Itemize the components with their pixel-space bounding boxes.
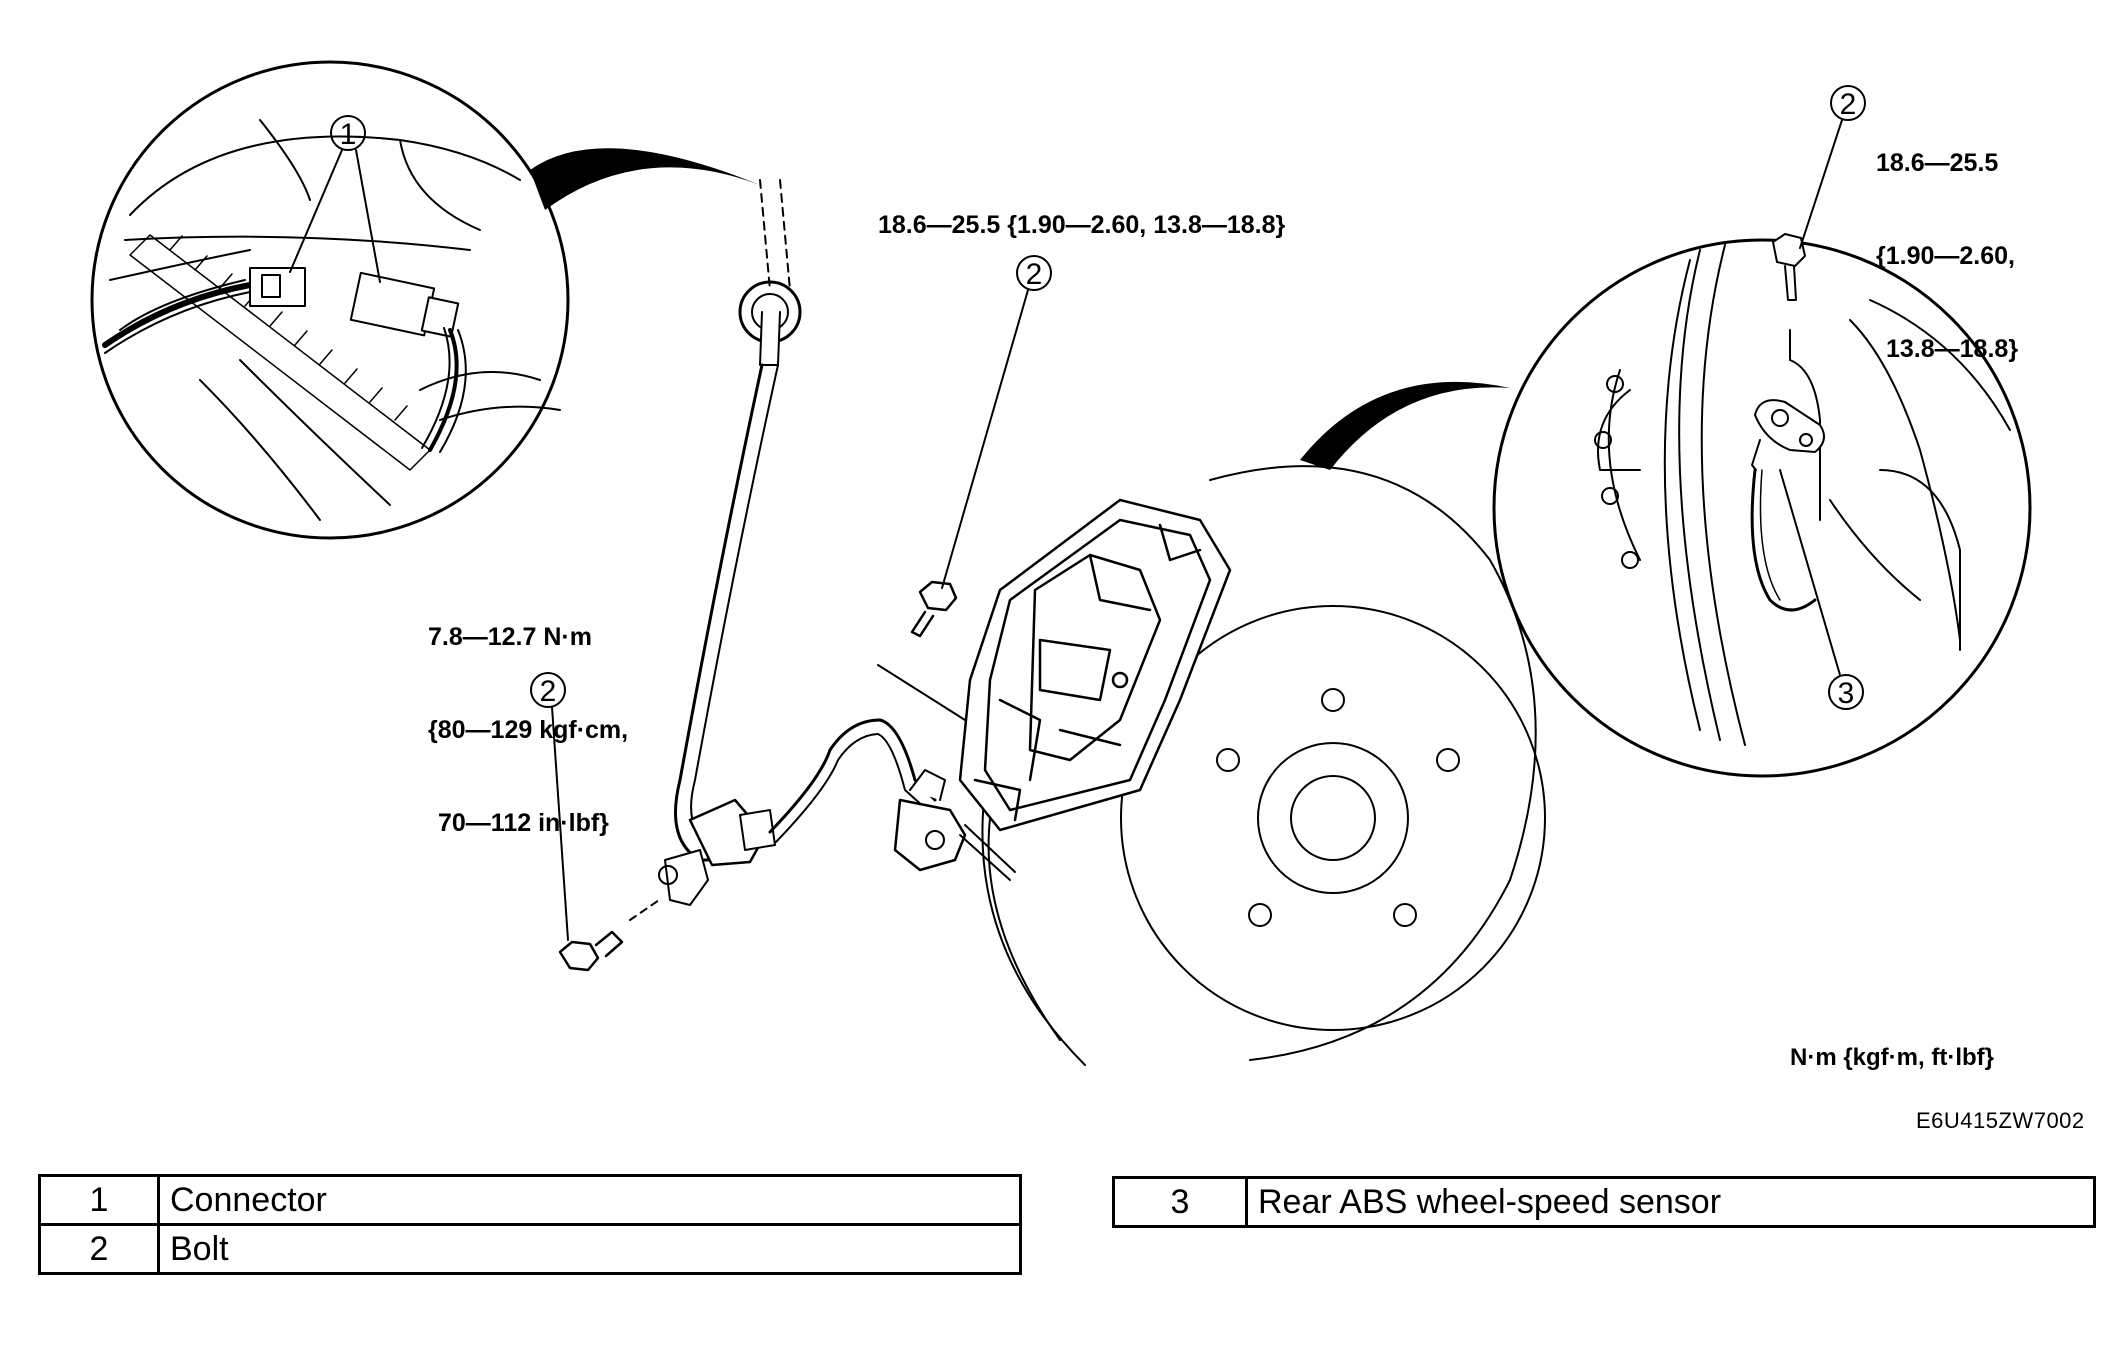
figure-code: E6U415ZW7002 xyxy=(1916,1108,2085,1133)
legend-table-right: 3 Rear ABS wheel-speed sensor xyxy=(1112,1176,2096,1228)
sensor-inset-circle xyxy=(1492,238,2032,778)
legend-number: 3 xyxy=(1112,1176,1248,1228)
inset-torque-line-2: {1.90—2.60, xyxy=(1876,242,2015,270)
right-inset-leader-shade xyxy=(1300,381,1510,470)
callout-3-number: 3 xyxy=(1838,677,1855,710)
legend-row: 3 Rear ABS wheel-speed sensor xyxy=(1112,1176,2096,1228)
inset-callout-2-number: 2 xyxy=(1840,88,1857,121)
connector-detail-inset: 1 xyxy=(90,60,760,540)
left-bolt-torque-spec: 7.8—12.7 N·m {80—129 kgf·cm, 70—112 in·l… xyxy=(428,560,628,870)
center-bolt-torque-spec: 18.6—25.5 {1.90—2.60, 13.8—18.8} xyxy=(878,211,1286,239)
legend-number: 2 xyxy=(38,1223,160,1275)
inset-callout-2: 2 xyxy=(1799,85,1866,249)
inset-bolt-torque-spec: 18.6—25.5 {1.90—2.60, 13.8—18.8} xyxy=(1876,86,2018,396)
connector-inset-content xyxy=(102,119,561,521)
inset-torque-line-1: 18.6—25.5 xyxy=(1876,149,1999,177)
abs-sensor-harness xyxy=(658,179,1016,906)
callout-2-center-number: 2 xyxy=(1026,258,1043,291)
inset-torque-line-3: 13.8—18.8} xyxy=(1886,335,2019,363)
legend-label: Connector xyxy=(157,1174,1022,1226)
legend-table-left: 1 Connector 2 Bolt xyxy=(38,1174,1022,1275)
connector-inset-circle xyxy=(90,60,570,540)
legend-row: 1 Connector xyxy=(38,1174,1022,1226)
legend-number: 1 xyxy=(38,1174,160,1226)
sensor-detail-inset: 2 3 xyxy=(1300,85,2032,778)
torque-unit-note: N·m {kgf·m, ft·lbf} xyxy=(1790,1044,1994,1071)
callout-3: 3 xyxy=(1779,469,1864,710)
callout-2-left-number: 2 xyxy=(540,675,557,708)
legend-row: 2 Bolt xyxy=(38,1223,1022,1275)
left-bolt xyxy=(558,897,663,972)
callout-2-center: 2 xyxy=(941,255,1052,589)
left-torque-line-1: 7.8—12.7 N·m xyxy=(428,623,592,651)
center-bolt xyxy=(877,580,966,721)
legend-label: Rear ABS wheel-speed sensor xyxy=(1245,1176,2096,1228)
left-torque-line-2: {80—129 kgf·cm, xyxy=(428,716,629,744)
callout-1-number: 1 xyxy=(340,118,357,151)
callout-2-left: 2 xyxy=(530,672,569,941)
sensor-inset-content xyxy=(1594,233,2011,746)
left-torque-line-3: 70—112 in·lbf} xyxy=(438,809,609,837)
callout-1: 1 xyxy=(289,115,381,283)
inset-leader-shade xyxy=(530,148,760,210)
brake-caliper xyxy=(958,498,1232,832)
legend-label: Bolt xyxy=(157,1223,1022,1275)
